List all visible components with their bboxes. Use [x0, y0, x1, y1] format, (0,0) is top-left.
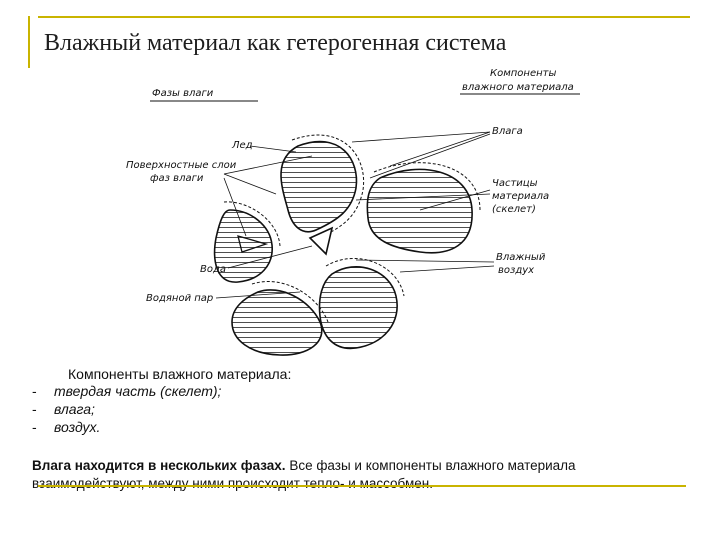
moisture-films [223, 134, 481, 323]
header-moisture-phases: Фазы влаги [152, 88, 214, 99]
label-water: Вода [200, 264, 226, 275]
summary-bold-lead: Влага находится в нескольких фазах. [32, 457, 286, 473]
leader-lines [215, 131, 495, 299]
water-triangle [308, 226, 334, 256]
slide-title: Влажный материал как гетерогенная систем… [44, 30, 507, 56]
label-ice: Лед [231, 140, 253, 151]
list-item-text: воздух. [54, 419, 101, 435]
list-item-text: твердая часть (скелет); [54, 383, 222, 399]
summary-paragraph: Влага находится в нескольких фазах. Все … [32, 457, 672, 493]
header-components-line2: влажного материала [462, 82, 574, 93]
header-components-line1: Компоненты [490, 68, 556, 79]
grain-outlines [213, 140, 473, 356]
list-dash: - [32, 383, 37, 399]
label-water-vapor: Водяной пар [146, 293, 213, 304]
label-moisture: Влага [492, 126, 523, 137]
list-item-text: влага; [54, 401, 95, 417]
bottom-rule [38, 485, 686, 487]
label-particles-line3: (скелет) [492, 204, 536, 215]
left-rule [28, 16, 30, 68]
top-rule [38, 16, 690, 18]
label-particles-line2: материала [492, 191, 549, 202]
label-surface-layers-line2: фаз влаги [150, 173, 204, 184]
label-moist-air-line1: Влажный [496, 252, 546, 263]
label-particles-line1: Частицы [492, 178, 538, 189]
label-moist-air-line2: воздух [498, 265, 534, 276]
list-dash: - [32, 401, 37, 417]
label-surface-layers-line1: Поверхностные слои [126, 160, 237, 171]
list-dash: - [32, 419, 37, 435]
ice-wedge [237, 235, 269, 253]
components-header: Компоненты влажного материала: [68, 366, 292, 382]
moist-material-diagram: Фазы влаги Компоненты влажного материала… [126, 68, 580, 356]
